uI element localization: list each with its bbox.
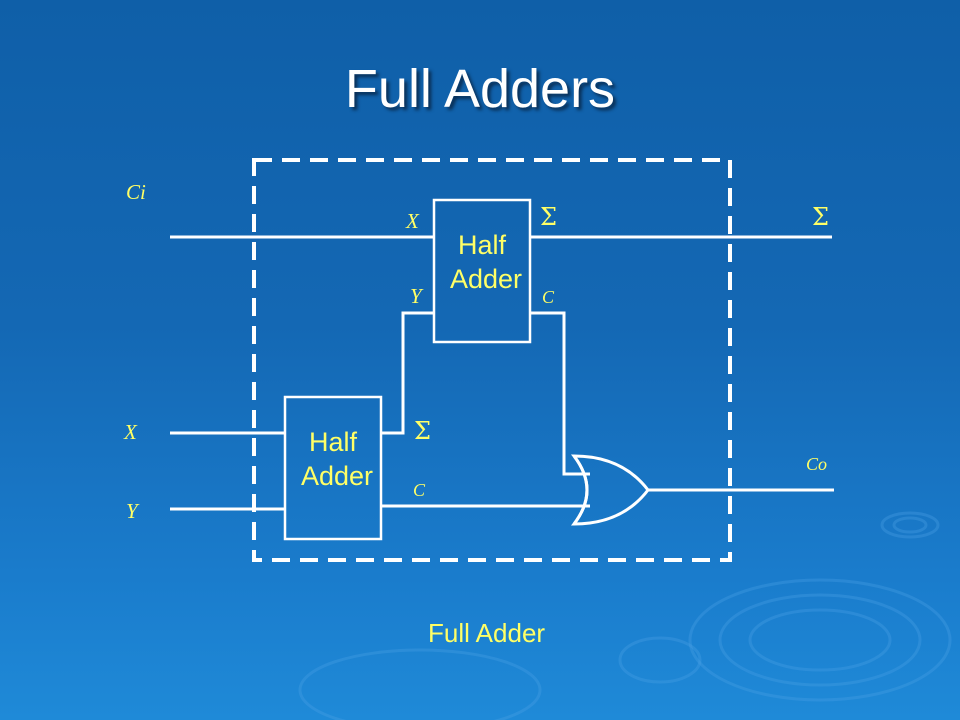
half-adder-top-text: Half Adder bbox=[434, 228, 530, 296]
carry-output-label: Co bbox=[806, 454, 828, 474]
half-adder-top-line1: Half bbox=[457, 230, 506, 260]
x-input-label: X bbox=[124, 420, 137, 444]
or-gate bbox=[570, 454, 650, 526]
top-ha-y-label: Y bbox=[410, 284, 422, 308]
ci-label: Ci bbox=[126, 180, 146, 204]
slide-title: Full Adders bbox=[344, 59, 616, 119]
half-adder-top-line2: Adder bbox=[449, 264, 523, 294]
top-ha-sum-label: Σ bbox=[540, 203, 557, 231]
diagram-caption: Full Adder bbox=[428, 618, 546, 648]
full-adder-boundary bbox=[252, 158, 732, 562]
y-input-label: Y bbox=[126, 499, 138, 523]
bottom-ha-carry-label: C bbox=[413, 480, 426, 500]
half-adder-bottom-line1: Half bbox=[308, 427, 357, 457]
wire-carry-top bbox=[530, 311, 590, 476]
half-adder-bottom-text: Half Adder bbox=[285, 425, 381, 493]
half-adder-bottom-line2: Adder bbox=[300, 461, 374, 491]
ripple-decoration bbox=[298, 511, 952, 720]
half-adder-top bbox=[432, 198, 532, 344]
sum-output-label: Σ bbox=[812, 203, 829, 231]
top-ha-carry-label: C bbox=[542, 287, 555, 307]
half-adder-bottom bbox=[283, 395, 383, 541]
wire-sum-to-y bbox=[381, 311, 434, 435]
bottom-ha-sum-label: Σ bbox=[414, 417, 431, 445]
top-ha-x-label: X bbox=[406, 209, 419, 233]
